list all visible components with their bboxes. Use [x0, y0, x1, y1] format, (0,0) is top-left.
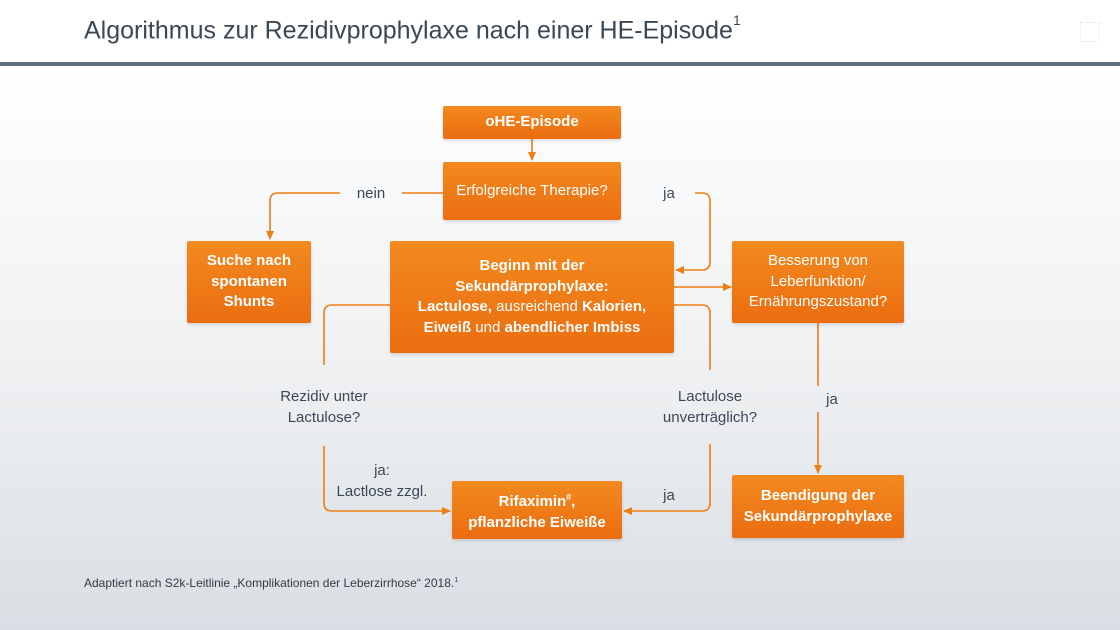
edge-label-relapse-line2: Lactulose? [287, 409, 361, 426]
node-end-line2: Sekundärprophylaxe [743, 507, 893, 525]
node-end-prophylaxis: Beendigung der Sekundärprophylaxe [732, 475, 904, 538]
node-improvement-line3: Ernährungszustand? [748, 293, 888, 311]
node-secondary-protein: Eiweiß [423, 318, 472, 336]
page-title-text: Algorithmus zur Rezidivprophylaxe nach e… [84, 16, 733, 45]
node-secondary-snack: abendlicher Imbiss [504, 318, 641, 336]
arrow-intolerant-to-rifaximin [624, 304, 711, 511]
edge-label-ja-right: ja [826, 391, 838, 408]
arrow-ja-to-secondary [675, 192, 711, 274]
page-title: Algorithmus zur Rezidivprophylaxe nach e… [84, 12, 741, 45]
node-rifaximin-line2: pflanzliche Eiweiße [468, 513, 606, 531]
node-shunts-line1: Suche nach [206, 252, 292, 270]
node-shunts-line2: spontanen [211, 272, 287, 290]
edge-label-relapse-line1: Rezidiv unter [280, 388, 368, 405]
node-therapy-success: Erfolgreiche Therapie? [443, 162, 621, 220]
node-secondary-line1: Beginn mit der [479, 257, 585, 274]
edge-label-ja-bottom: ja [663, 487, 675, 504]
edge-label-intolerant-line2: unverträglich? [662, 409, 758, 426]
footnote-reference: 1 [454, 577, 459, 584]
edge-label-intolerant: Lactulose unverträglich? [646, 386, 774, 428]
node-secondary-lactulose: Lactulose, [417, 298, 492, 315]
node-ohe-episode-label: oHE-Episode [485, 113, 579, 131]
footnote: Adaptiert nach S2k-Leitlinie „Komplikati… [84, 576, 458, 590]
node-shunts-line3: Shunts [223, 293, 275, 311]
title-reference: 1 [732, 12, 741, 28]
edge-label-relapse-yes-line2: Lactlose zzgl. [336, 483, 428, 500]
node-rifaximin-name: Rifaximin [498, 493, 567, 510]
node-secondary-line2: Sekundärprophylaxe: [455, 277, 609, 295]
edge-label-nein: nein [356, 185, 386, 202]
node-shunts: Suche nach spontanen Shunts [187, 241, 311, 323]
edge-label-relapse: Rezidiv unter Lactulose? [254, 386, 394, 428]
edge-label-ja-top: ja [663, 185, 675, 202]
node-secondary-sufficient: ausreichend [491, 298, 583, 315]
node-ohe-episode: oHE-Episode [443, 106, 621, 139]
node-improvement: Besserung von Leberfunktion/ Ernährungsz… [732, 241, 904, 323]
node-end-line1: Beendigung der [760, 487, 876, 504]
footnote-text: Adaptiert nach S2k-Leitlinie „Komplikati… [84, 576, 455, 590]
corner-logo-placeholder [1080, 22, 1100, 42]
header-bar: Algorithmus zur Rezidivprophylaxe nach e… [0, 0, 1120, 66]
arrow-relapse-to-rifaximin [323, 304, 450, 511]
node-improvement-line2: Leberfunktion/ [770, 272, 866, 290]
edge-label-relapse-yes-line1: ja: [374, 462, 390, 479]
edge-label-intolerant-line1: Lactulose [677, 388, 743, 405]
node-therapy-success-label: Erfolgreiche Therapie? [456, 181, 608, 199]
node-secondary-and: und [471, 318, 505, 336]
node-rifaximin-comma: , [571, 493, 576, 510]
node-secondary-start: Beginn mit der Sekundärprophylaxe: Lactu… [390, 241, 674, 353]
node-rifaximin: Rifaximin#, pflanzliche Eiweiße [452, 481, 622, 539]
node-secondary-calories: Kalorien, [582, 298, 647, 315]
node-rifaximin-mark: # [566, 492, 572, 502]
arrow-nein-to-shunts [270, 192, 443, 239]
node-improvement-line1: Besserung von [767, 252, 869, 270]
edge-label-relapse-yes: ja: Lactlose zzgl. [322, 460, 442, 502]
